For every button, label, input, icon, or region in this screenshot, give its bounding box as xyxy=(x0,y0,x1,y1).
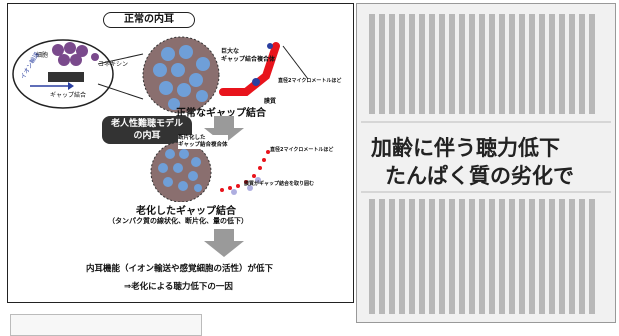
normal-gap-caption: 正常なギャップ結合 xyxy=(176,108,266,119)
aged-gap-sub: （タンパク質の線状化、断片化、量の低下） xyxy=(108,217,248,225)
connexin-label: コネキシン xyxy=(98,61,129,68)
giant-gap-label: 巨大な ギャップ結合複合体 xyxy=(221,48,276,63)
diameter-label: 直径2マイクロメートルほど xyxy=(278,78,342,84)
aged-diagram xyxy=(150,142,270,202)
cell-label: 細胞 xyxy=(36,52,49,59)
headline-2: たんぱく質の劣化で xyxy=(385,163,574,188)
headline-1: 加齢に伴う聴力低下 xyxy=(371,135,560,160)
membrane-label: 膜質 xyxy=(264,98,277,105)
aging-model-title: 老人性難聴モデル の内耳 xyxy=(102,116,192,144)
down-arrow-icon xyxy=(204,116,244,144)
figure-panel: 正常の内耳 細胞 コネキシン イオン輸送 ギャップ結合 巨大な ギャップ結合複合… xyxy=(7,3,354,303)
down-arrow-icon xyxy=(204,229,244,257)
fragmented-label: 断片化した ギャップ結合複合体 xyxy=(178,135,228,149)
gap-junction-label: ギャップ結合 xyxy=(50,92,87,99)
normal-diagram xyxy=(12,36,309,114)
newspaper-clipping: 加齢に伴う聴力低下 たんぱく質の劣化で xyxy=(356,3,616,323)
membrane-label-2: 膜質がギャップ結合を取り囲む xyxy=(244,181,315,187)
conclusion-line-1: 内耳機能（イオン輸送や感覚細胞の活性）が低下 xyxy=(86,264,274,274)
aged-gap-caption: 老化したギャップ結合 xyxy=(136,206,236,217)
diameter-label-2: 直径2マイクロメートルほど xyxy=(270,147,334,153)
conclusion-line-2: ⇒老化による聴力低下の一因 xyxy=(124,282,233,292)
title-normal: 正常の内耳 xyxy=(103,12,195,28)
secondary-clipping xyxy=(10,314,202,336)
clipping-text-texture xyxy=(361,14,611,314)
